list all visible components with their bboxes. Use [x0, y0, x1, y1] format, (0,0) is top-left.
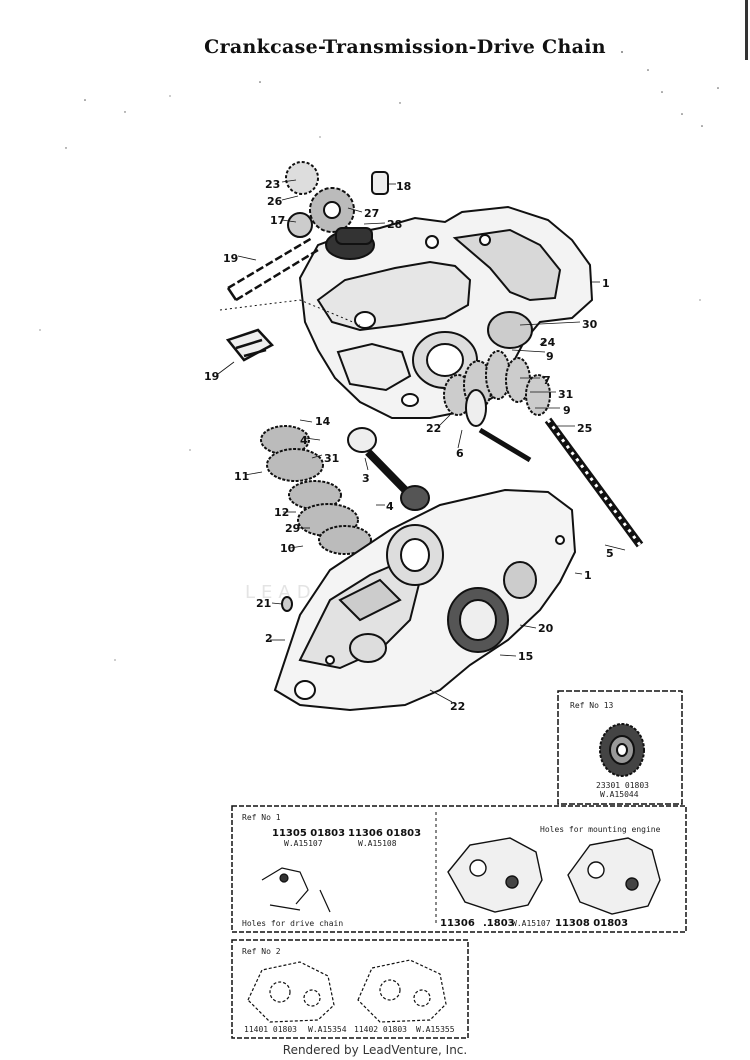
inset-ref-2-part-a-sub: W.A15354 — [308, 1025, 347, 1034]
callout-label: 17 — [270, 214, 285, 227]
gear-icon — [599, 723, 645, 777]
lower-crankcase — [273, 488, 577, 712]
callout-label: 23 — [265, 178, 280, 191]
inset-ref-1-part-a-sub: W.A15107 — [284, 839, 323, 848]
callout-label: 31 — [558, 388, 573, 401]
callout-label: 31 — [324, 452, 339, 465]
inset-ref-13-part: 23301 01803 — [596, 781, 649, 790]
scan-specks — [39, 51, 719, 661]
callout-label: 14 — [315, 415, 331, 428]
callout-label: 7 — [543, 374, 551, 387]
chain-hole-detail — [261, 867, 331, 913]
callout-label: 9 — [546, 350, 554, 363]
callout-label: 22 — [426, 422, 441, 435]
callout-label: 19 — [223, 252, 238, 265]
sprocket-assembly — [285, 161, 389, 245]
callout-label: 22 — [450, 700, 465, 713]
callout-label: 1 — [602, 277, 610, 290]
inset-ref-2-part-b-sub: W.A15355 — [416, 1025, 455, 1034]
case-outline-right — [567, 837, 661, 915]
callout-label: 25 — [577, 422, 592, 435]
footer-credit: Rendered by LeadVenture, Inc. — [282, 1043, 468, 1057]
inset-ref-1-bottom-b-sub: W.A15107 — [512, 919, 551, 928]
callout-label: 26 — [267, 195, 283, 208]
gasket-outline-left — [247, 961, 335, 1023]
callout-label: 20 — [538, 622, 554, 635]
leader-lines — [217, 179, 626, 703]
case-outline-left — [447, 837, 543, 913]
callout-label: 19 — [204, 370, 219, 383]
callout-label: 10 — [280, 542, 296, 555]
inset-ref-2: Ref No 2 11401 01803 W.A15354 11402 0180… — [231, 939, 469, 1039]
inset-ref-1-part-b: 11306 01803 — [348, 828, 421, 839]
inset-ref-1-note-left: Holes for drive chain — [242, 919, 343, 928]
callout-label: 15 — [518, 650, 533, 663]
callout-label: 18 — [396, 180, 411, 193]
inset-ref-2-part-a: 11401 01803 — [244, 1025, 297, 1034]
inset-ref-1-note-right: Holes for mounting engine — [540, 825, 661, 834]
callout-label: 21 — [256, 597, 271, 610]
callout-label: 9 — [563, 404, 571, 417]
callout-label: 27 — [364, 207, 379, 220]
callout-label: 1 — [584, 569, 592, 582]
inset-ref-1: Ref No 1 11305 01803 W.A15107 11306 0180… — [231, 805, 687, 933]
gear-cluster — [443, 350, 644, 548]
inset-ref-1-part-a: 11305 01803 — [272, 828, 345, 839]
upper-crankcase — [298, 205, 594, 419]
scan-edge-mark — [745, 0, 748, 60]
callout-label: 4 — [386, 500, 394, 513]
watermark: LEAD — [245, 582, 317, 603]
callout-labels: 23 26 17 18 27 28 19 1 19 30 24 9 7 31 9… — [204, 178, 614, 713]
callout-label: 5 — [606, 547, 614, 560]
callout-label: 30 — [582, 318, 598, 331]
inset-ref-1-bottom-a: 11306 — [440, 918, 475, 929]
callout-label: 24 — [540, 336, 556, 349]
inset-ref-1-bottom-b: .1803 — [483, 918, 515, 929]
page-title: Crankcase-Transmission-Drive Chain — [204, 36, 606, 58]
callout-label: 29 — [285, 522, 300, 535]
callout-label: 4 — [300, 434, 308, 447]
inset-ref-1-part-b-sub: W.A15108 — [358, 839, 397, 848]
callout-label: 12 — [274, 506, 289, 519]
callout-label: 2 — [265, 632, 273, 645]
inset-ref-13-header: Ref No 13 — [570, 701, 614, 710]
drive-chain — [219, 236, 361, 362]
callout-label: 11 — [234, 470, 249, 483]
inset-ref-1-header: Ref No 1 — [242, 813, 281, 822]
gasket-outline-right — [357, 959, 447, 1023]
callout-label: 6 — [456, 447, 464, 460]
callout-label: 3 — [362, 472, 370, 485]
inset-ref-1-bottom-c: 11308 01803 — [555, 918, 628, 929]
inset-ref-13-sub: W.A15044 — [600, 790, 639, 799]
countershaft-gears — [260, 425, 430, 555]
callout-label: 28 — [387, 218, 402, 231]
inset-ref-2-part-b: 11402 01803 — [354, 1025, 407, 1034]
inset-ref-2-header: Ref No 2 — [242, 947, 281, 956]
inset-ref-13: Ref No 13 23301 01803 W.A15044 — [557, 690, 683, 805]
